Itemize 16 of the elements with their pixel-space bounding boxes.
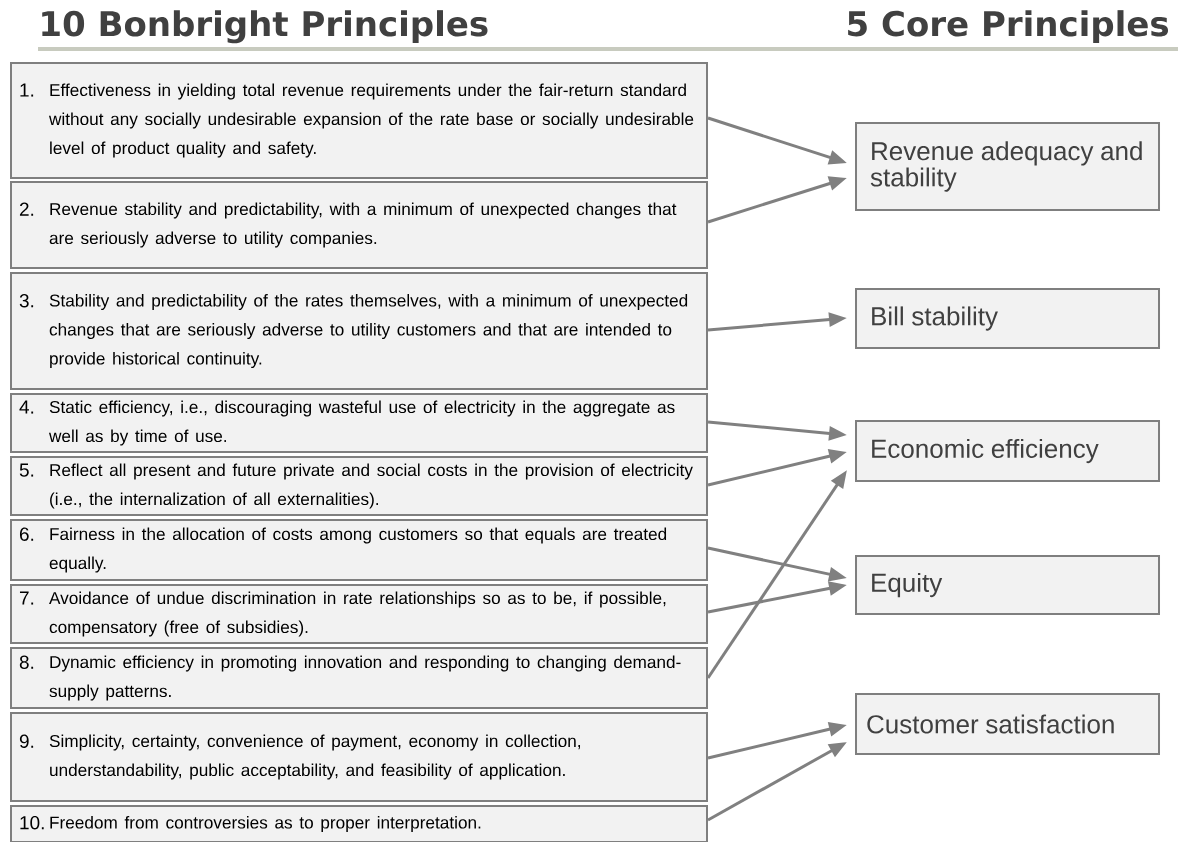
principle-box: Customer satisfaction — [855, 693, 1160, 755]
principle-box: 7. Avoidance of undue discrimination in rate relationships so as to be, if possible, compensatory (free of subsidies). — [10, 584, 708, 644]
principle-box: 3. Stability and predictability of the rates themselves, with a minimum of unexpected changes that are seriously adverse to utility customers and that are intended to provide historical continuity. — [10, 272, 708, 390]
principle-box: 2. Revenue stability and predictability, with a minimum of unexpected changes that are seriously adverse to utility companies. — [10, 181, 708, 269]
heading: 5 Core Principles — [848, 10, 1168, 44]
principle-box: 4. Static efficiency, i.e., discouraging wasteful use of electricity in the aggregate as well as by time of use. — [10, 393, 708, 453]
principle-box: 1. Effectiveness in yielding total revenue requirements under the fair-return standard without any socially undesirable expansion of the rate base or socially undesirable level of product quality and safety. — [10, 62, 708, 179]
principle-box: 5. Reflect all present and future private and social costs in the provision of electricity (i.e., the internalization of all externalities). — [10, 456, 708, 516]
principle-box: 10. Freedom from controversies as to proper interpretation. — [10, 805, 708, 842]
principle-box: 9. Simplicity, certainty, convenience of payment, economy in collection, understandability, public acceptability, and feasibility of application. — [10, 712, 708, 802]
principle-box: 8. Dynamic efficiency in promoting innovation and responding to changing demand-supply patterns. — [10, 647, 708, 709]
principle-box: 6. Fairness in the allocation of costs among customers so that equals are treated equally. — [10, 519, 708, 581]
principle-box: Economic efficiency — [855, 420, 1160, 482]
principle-box: Bill stability — [855, 288, 1160, 349]
principle-box: Revenue adequacy and stability — [855, 122, 1160, 211]
principle-box: Equity — [855, 555, 1160, 615]
